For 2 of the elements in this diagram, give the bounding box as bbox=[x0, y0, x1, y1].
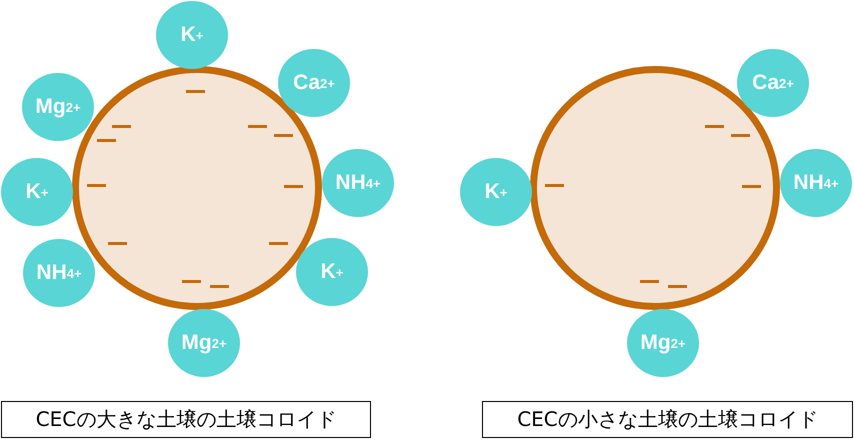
caption-box: CECの小さな土壌の土壌コロイド bbox=[482, 401, 853, 438]
caption-box: CECの大きな土壌の土壌コロイド bbox=[1, 401, 371, 438]
